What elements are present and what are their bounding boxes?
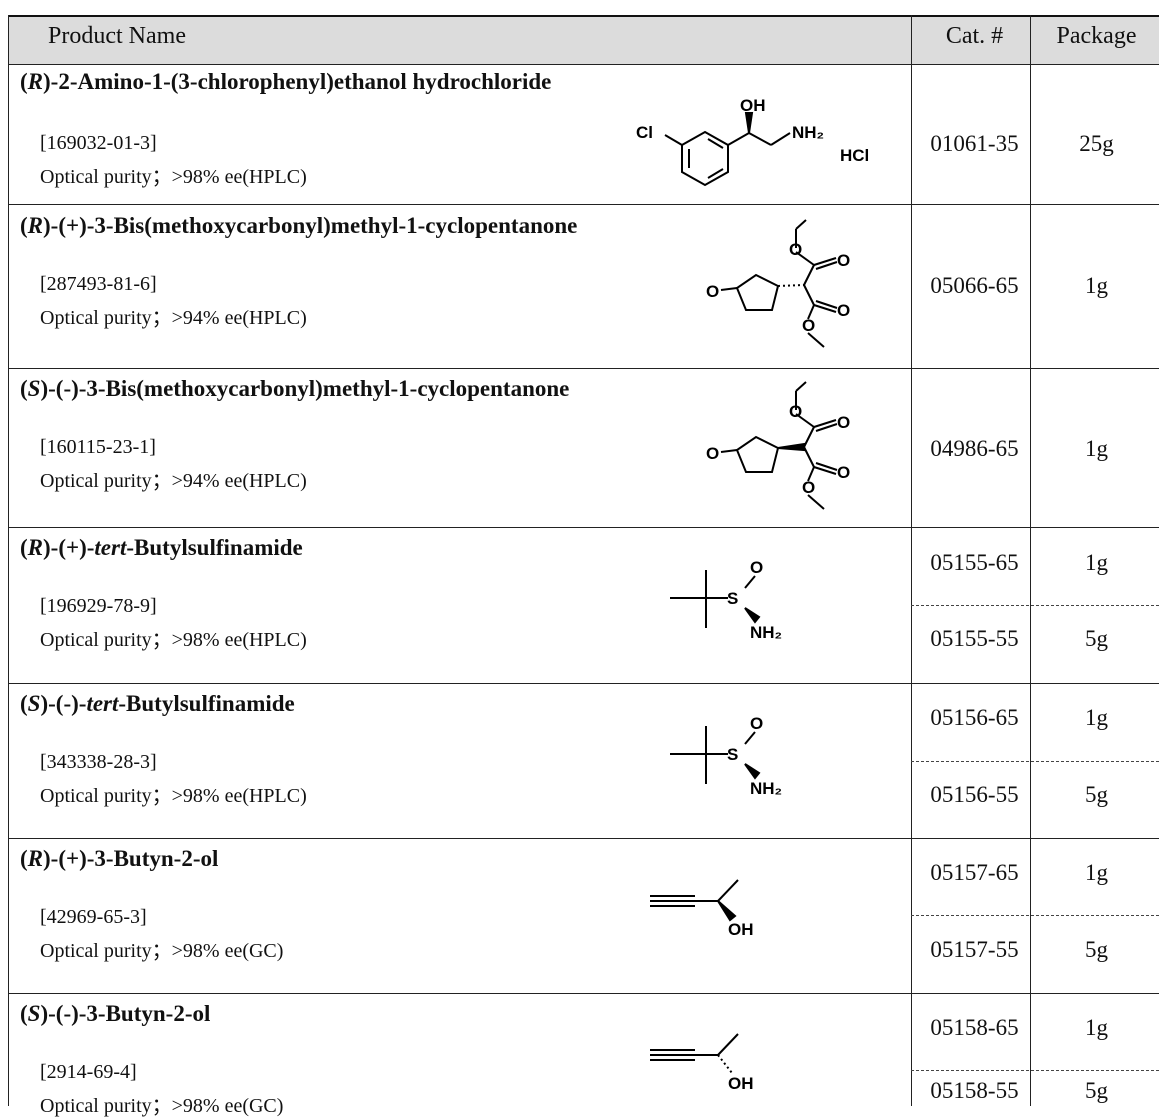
- package-size: 25g: [1079, 131, 1114, 156]
- cas-number: [42969-65-3]: [40, 906, 147, 928]
- catalog-number: 05157-65: [930, 860, 1019, 885]
- svg-text:NH₂: NH₂: [750, 779, 782, 798]
- optical-purity: Optical purity；>98% ee(HPLC): [40, 785, 307, 807]
- row-divider: [8, 683, 1159, 684]
- svg-text:O: O: [837, 413, 850, 432]
- row-divider: [8, 527, 1159, 528]
- svg-text:O: O: [837, 301, 850, 320]
- col-divider-left: [8, 15, 9, 1106]
- row-divider: [8, 993, 1159, 994]
- cas-number: [169032-01-3]: [40, 132, 157, 154]
- nh2-label: NH₂: [792, 123, 824, 142]
- svg-text:NH₂: NH₂: [750, 623, 782, 642]
- cas-number: [343338-28-3]: [40, 751, 157, 773]
- package-size: 1g: [1085, 705, 1108, 730]
- optical-purity: Optical purity；>98% ee(GC): [40, 1095, 284, 1117]
- variant-divider: [911, 915, 1159, 916]
- catalog-number: 05156-55: [930, 782, 1019, 807]
- package-size: 1g: [1085, 273, 1108, 298]
- svg-text:O: O: [750, 714, 763, 733]
- cas-number: [287493-81-6]: [40, 273, 157, 295]
- oh-label: OH: [740, 96, 766, 115]
- svg-text:S: S: [727, 745, 738, 764]
- hcl-label: HCl: [840, 146, 869, 165]
- optical-purity: Optical purity；>94% ee(HPLC): [40, 470, 307, 492]
- product-name: (R)-(+)-3-Bis(methoxycarbonyl)methyl-1-c…: [20, 213, 578, 238]
- product-name: (S)-(-)-tert-Butylsulfinamide: [20, 691, 295, 716]
- product-table: Product Name Cat. # Package (R)-2-Amino-…: [8, 15, 1159, 1117]
- catalog-number: 05155-65: [930, 550, 1019, 575]
- variant-divider: [911, 761, 1159, 762]
- svg-text:O: O: [789, 240, 802, 259]
- variant-divider: [911, 1070, 1159, 1071]
- variant-divider: [911, 605, 1159, 606]
- catalog-number: 05155-55: [930, 626, 1019, 651]
- structure-butynol-r: OH: [650, 879, 754, 939]
- structure-tert-butylsulfinamide-s: S O NH₂: [670, 714, 782, 798]
- structure-chlorophenyl-aminoethanol: OH Cl NH₂ HCl: [636, 96, 869, 187]
- package-size: 5g: [1085, 937, 1108, 962]
- header-product-name: Product Name: [48, 23, 186, 49]
- svg-text:O: O: [802, 478, 815, 497]
- header-cat-no: Cat. #: [945, 23, 1004, 49]
- product-name: (R)-(+)-3-Butyn-2-ol: [20, 846, 219, 871]
- cas-number: [196929-78-9]: [40, 595, 157, 617]
- product-name: (S)-(-)-3-Butyn-2-ol: [20, 1001, 211, 1026]
- optical-purity: Optical purity；>98% ee(HPLC): [40, 166, 307, 188]
- package-size: 1g: [1085, 860, 1108, 885]
- structure-cyclopentanone-s: O O O O O: [706, 381, 850, 510]
- product-name: (S)-(-)-3-Bis(methoxycarbonyl)methyl-1-c…: [20, 376, 570, 401]
- catalog-number: 05158-55: [930, 1078, 1019, 1103]
- catalog-number: 05157-55: [930, 937, 1019, 962]
- package-size: 1g: [1085, 436, 1108, 461]
- optical-purity: Optical purity；>98% ee(GC): [40, 940, 284, 962]
- optical-purity: Optical purity；>98% ee(HPLC): [40, 629, 307, 651]
- col-divider-cat: [911, 15, 912, 1106]
- catalog-number: 05066-65: [930, 273, 1019, 298]
- cas-number: [160115-23-1]: [40, 436, 156, 458]
- package-size: 1g: [1085, 1015, 1108, 1040]
- catalog-number: 01061-35: [930, 131, 1019, 156]
- catalog-number: 05156-65: [930, 705, 1019, 730]
- col-divider-package: [1030, 15, 1031, 1106]
- svg-text:O: O: [802, 316, 815, 335]
- svg-text:O: O: [750, 558, 763, 577]
- header-package: Package: [1056, 23, 1137, 49]
- product-name: (R)-2-Amino-1-(3-chlorophenyl)ethanol hy…: [20, 69, 552, 94]
- catalog-number: 04986-65: [930, 436, 1019, 461]
- svg-text:O: O: [789, 402, 802, 421]
- row-divider: [8, 204, 1159, 205]
- package-size: 5g: [1085, 626, 1108, 651]
- cl-label: Cl: [636, 123, 653, 142]
- structure-butynol-s: OH: [650, 1033, 754, 1093]
- svg-text:O: O: [837, 463, 850, 482]
- svg-text:O: O: [706, 444, 719, 463]
- product-name: (R)-(+)-tert-Butylsulfinamide: [20, 535, 303, 560]
- package-size: 5g: [1085, 1078, 1108, 1103]
- package-size: 1g: [1085, 550, 1108, 575]
- svg-text:OH: OH: [728, 920, 754, 939]
- structure-cyclopentanone-r: O O O O O: [706, 219, 850, 348]
- optical-purity: Optical purity；>94% ee(HPLC): [40, 307, 307, 329]
- svg-text:O: O: [837, 251, 850, 270]
- package-size: 5g: [1085, 782, 1108, 807]
- svg-text:S: S: [727, 589, 738, 608]
- catalog-number: 05158-65: [930, 1015, 1019, 1040]
- cas-number: [2914-69-4]: [40, 1061, 137, 1083]
- row-divider: [8, 838, 1159, 839]
- row-divider: [8, 368, 1159, 369]
- table-header: [8, 15, 1159, 65]
- structure-tert-butylsulfinamide-r: S O NH₂: [670, 558, 782, 642]
- svg-text:O: O: [706, 282, 719, 301]
- svg-text:OH: OH: [728, 1074, 754, 1093]
